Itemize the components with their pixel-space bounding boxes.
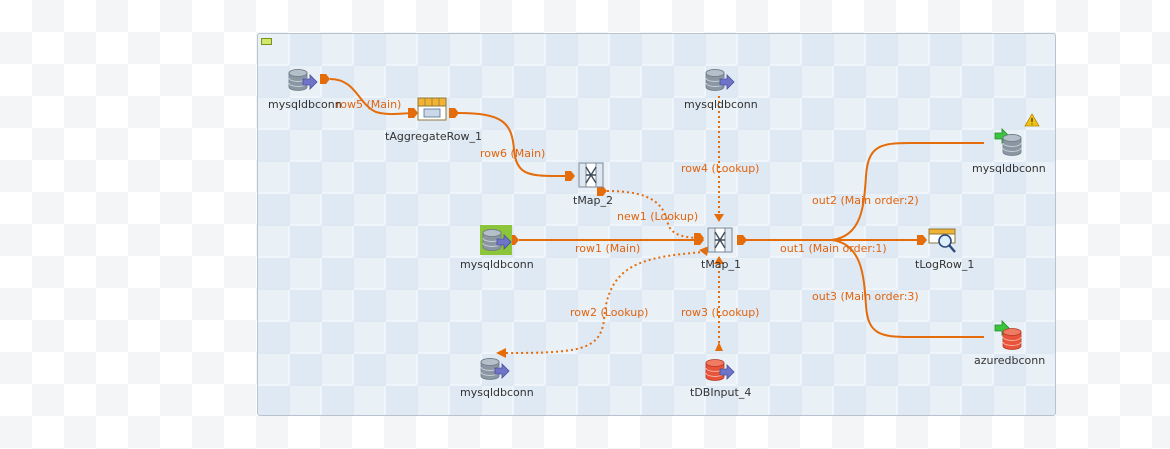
database-gray-icon <box>1002 134 1022 156</box>
port-out[interactable] <box>715 342 723 351</box>
tmap-icon <box>707 227 733 253</box>
component-mysqldbconn-output[interactable]: mysqldbconn <box>972 113 1046 175</box>
component-tlogrow-1[interactable]: tLogRow_1 <box>915 228 974 271</box>
connection-row5[interactable] <box>329 78 417 116</box>
connection-label-out2[interactable]: out2 (Main order:2) <box>812 194 919 207</box>
port-in[interactable] <box>917 235 927 245</box>
connection-row6[interactable] <box>457 112 573 177</box>
connection-label-row2[interactable]: row2 (Lookup) <box>570 306 648 319</box>
port-in[interactable] <box>699 246 709 256</box>
component-tmap-2[interactable]: tMap_2 <box>573 162 613 207</box>
port-out[interactable] <box>496 348 506 358</box>
component-label: mysqldbconn <box>684 98 758 111</box>
component-label: tMap_2 <box>573 194 613 207</box>
connection-label-row6[interactable]: row6 (Main) <box>480 147 545 160</box>
component-label: tDBInput_4 <box>690 386 751 399</box>
component-tdbinput-4[interactable]: tDBInput_4 <box>690 359 751 400</box>
component-label: mysqldbconn <box>460 258 534 271</box>
database-red-icon <box>1002 328 1022 350</box>
component-label: tLogRow_1 <box>915 258 974 271</box>
aggregate-table-icon <box>417 97 447 121</box>
connection-label-out1[interactable]: out1 (Main order:1) <box>780 242 887 255</box>
port-out[interactable] <box>449 108 459 118</box>
connection-label-row4[interactable]: row4 (Lookup) <box>681 162 759 175</box>
component-label: mysqldbconn <box>460 386 534 399</box>
connection-row2[interactable] <box>505 251 705 354</box>
connection-out3[interactable] <box>831 239 984 338</box>
port-in[interactable] <box>714 214 724 222</box>
component-mysqldbconn-source-a[interactable]: mysqldbconn <box>268 69 342 112</box>
component-label: azuredbconn <box>974 354 1045 367</box>
component-label: mysqldbconn <box>268 98 342 111</box>
component-label: tAggregateRow_1 <box>385 130 482 143</box>
warning-icon[interactable] <box>1024 113 1040 127</box>
port-out[interactable] <box>320 74 330 84</box>
connection-out2[interactable] <box>831 142 984 241</box>
port-in[interactable] <box>408 108 418 118</box>
component-label: tMap_1 <box>701 258 741 271</box>
port-in[interactable] <box>714 256 724 264</box>
connection-label-out3[interactable]: out3 (Main order:3) <box>812 290 919 303</box>
component-azuredbconn[interactable]: azuredbconn <box>974 320 1045 367</box>
subjob-collapse-button[interactable] <box>261 38 272 45</box>
component-label: mysqldbconn <box>972 162 1046 175</box>
component-mysqldbconn-lookup-top[interactable]: mysqldbconn <box>684 69 758 112</box>
connection-label-row1[interactable]: row1 (Main) <box>575 242 640 255</box>
connection-label-row5[interactable]: row5 (Main) <box>336 98 401 111</box>
component-mysqldbconn-lookup-bottom[interactable]: mysqldbconn <box>460 358 534 400</box>
component-taggregaterow-1[interactable]: tAggregateRow_1 <box>385 97 482 143</box>
port-in[interactable] <box>565 171 575 181</box>
subjob-area[interactable] <box>257 33 1056 416</box>
connection-label-new1[interactable]: new1 (Lookup) <box>617 210 698 223</box>
component-mysqldbconn-start[interactable]: mysqldbconn <box>460 225 534 271</box>
port-out[interactable] <box>737 235 747 245</box>
connection-label-row3[interactable]: row3 (Lookup) <box>681 306 759 319</box>
log-magnifier-icon <box>928 228 956 253</box>
tmap-icon <box>578 162 604 188</box>
connection-new1[interactable] <box>606 190 703 239</box>
component-tmap-1[interactable]: tMap_1 <box>701 227 741 271</box>
